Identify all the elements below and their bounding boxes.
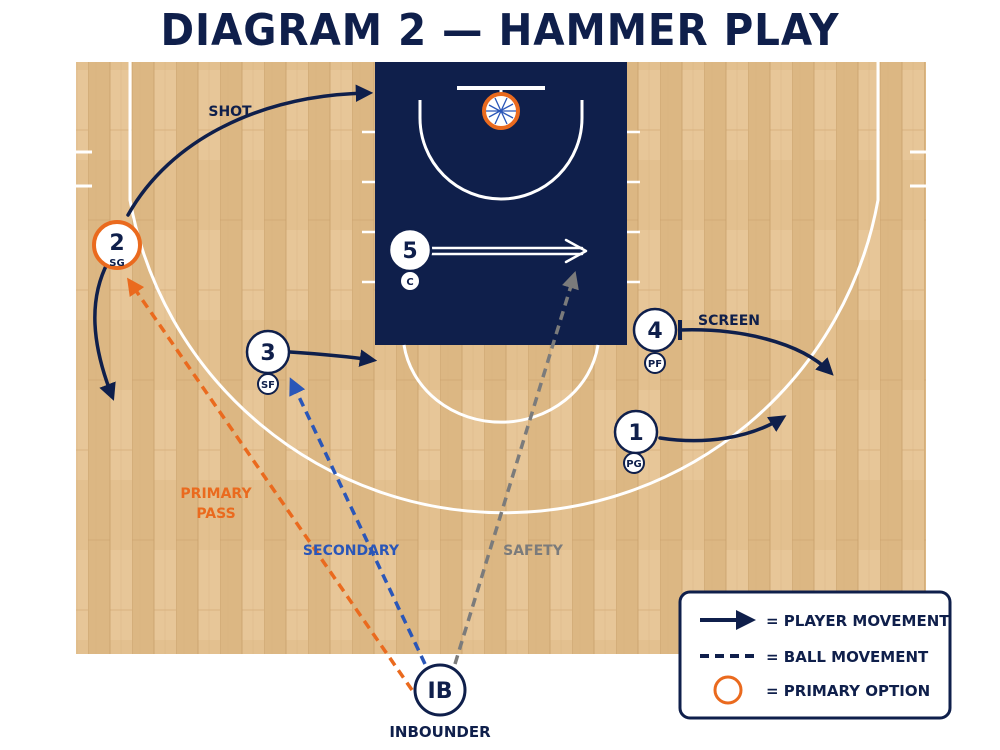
primary-pass-line (127, 277, 414, 691)
screen-label: SCREEN (698, 313, 760, 329)
player-number: 1 (628, 421, 643, 446)
player-4-pf[interactable]: 4 PF (632, 307, 678, 374)
pf-screen-arrow (678, 328, 834, 376)
shot-label: SHOT (208, 104, 252, 120)
safety-pass-line (453, 270, 579, 665)
legend-player-movement: = PLAYER MOVEMENT (766, 612, 950, 630)
inbounder[interactable]: IB INBOUNDER (389, 663, 491, 741)
player-role: PF (648, 359, 662, 370)
player-5-c[interactable]: 5 C (387, 227, 433, 292)
player-1-pg[interactable]: 1 PG (613, 409, 659, 474)
player-movement-arrows (93, 84, 834, 443)
player-number: 4 (647, 319, 662, 344)
inbounder-caption: INBOUNDER (389, 723, 491, 741)
legend: = PLAYER MOVEMENT = BALL MOVEMENT = PRIM… (678, 590, 952, 720)
lane-markers (362, 130, 640, 284)
player-3-sf[interactable]: 3 SF (245, 329, 291, 395)
primary-pass-label: PRIMARY (180, 486, 252, 502)
primary-pass-label-line2: PASS (196, 506, 235, 522)
legend-orange-circle-icon (713, 675, 743, 705)
player-number: 3 (260, 341, 275, 366)
hoop-icon (482, 88, 520, 130)
sf-cut-arrow (288, 349, 378, 367)
player-number: 2 (109, 231, 124, 256)
secondary-label: SECONDARY (303, 543, 400, 559)
player-number: 5 (402, 239, 417, 264)
three-point-line (128, 62, 880, 515)
restricted-area-arc (418, 100, 584, 201)
court-hash-marks (76, 150, 926, 188)
center-movement-arrow (430, 238, 588, 264)
player-role: SF (261, 380, 275, 391)
secondary-pass-line (289, 377, 427, 665)
player-role: C (406, 277, 413, 288)
shot-cut-arrow (126, 84, 374, 217)
player-role: SG (109, 258, 124, 269)
free-throw-circle (402, 344, 600, 424)
pg-cut-arrow (658, 415, 787, 443)
player-2-sg[interactable]: 2 SG (92, 220, 142, 270)
sg-baseline-arrow (93, 260, 116, 401)
player-role: PG (626, 459, 642, 470)
inbounder-label: IB (428, 679, 453, 704)
safety-label: SAFETY (503, 543, 564, 559)
legend-ball-movement: = BALL MOVEMENT (766, 648, 929, 666)
legend-primary-option: = PRIMARY OPTION (766, 682, 930, 700)
